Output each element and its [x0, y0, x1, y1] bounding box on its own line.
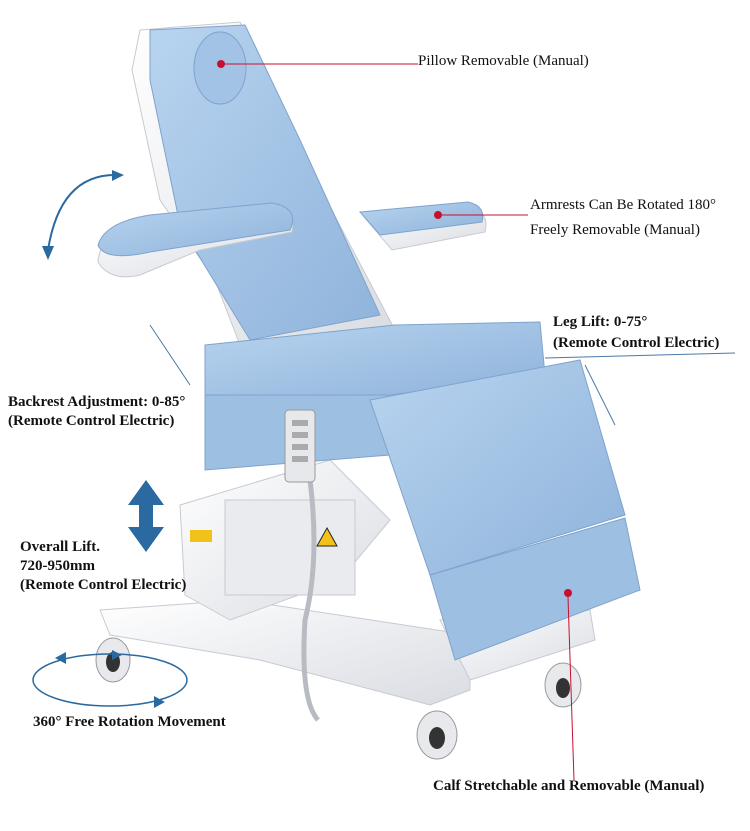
remote-cord [301, 479, 320, 722]
armrests-text-1: Armrests Can Be Rotated 180° [530, 197, 716, 213]
remote-control-icon [284, 409, 316, 483]
pointer-pillow [217, 60, 418, 68]
label-rotation: 360° Free Rotation Movement [33, 713, 226, 732]
label-pillow: Pillow Removable (Manual) [418, 52, 589, 71]
backrest-text-2: (Remote Control Electric) [8, 413, 175, 429]
pillow-text: Pillow Removable (Manual) [418, 53, 589, 69]
leg-lift-text-1: Leg Lift: 0-75° [553, 314, 648, 330]
rotation-text: 360° Free Rotation Movement [33, 714, 226, 730]
label-backrest: Backrest Adjustment: 0-85° (Remote Contr… [8, 393, 185, 431]
chair-base [99, 459, 596, 706]
label-overall-lift: Overall Lift. 720-950mm (Remote Control … [20, 538, 186, 595]
label-armrests: Armrests Can Be Rotated 180° Freely Remo… [530, 196, 716, 240]
label-calf: Calf Stretchable and Removable (Manual) [433, 777, 704, 796]
vertical-lift-arrow-icon [128, 480, 164, 552]
rotation-360-icon [32, 650, 188, 708]
armrest-left [97, 202, 294, 278]
pointer-calf [564, 589, 575, 781]
leader-backrest [149, 324, 191, 386]
leg-lift-text-2: (Remote Control Electric) [553, 335, 720, 351]
caster-wheel-icon [95, 637, 582, 760]
leader-leg-lift [584, 364, 616, 426]
armrest-right [358, 201, 487, 251]
leg-rest [369, 359, 641, 661]
overall-text-2: 720-950mm [20, 558, 95, 574]
overall-text-3: (Remote Control Electric) [20, 577, 187, 593]
warning-label-icon [190, 526, 338, 547]
overall-text-1: Overall Lift. [20, 539, 100, 555]
backrest [131, 21, 396, 346]
backrest-text-1: Backrest Adjustment: 0-85° [8, 394, 186, 410]
calf-text: Calf Stretchable and Removable (Manual) [433, 778, 705, 794]
label-leg-lift: Leg Lift: 0-75° (Remote Control Electric… [553, 313, 719, 353]
pointer-armrest [434, 211, 528, 219]
armrests-text-2: Freely Removable (Manual) [530, 222, 700, 238]
leader-leg-lift-2 [544, 352, 736, 359]
rotation-arrow-icon [42, 170, 124, 260]
